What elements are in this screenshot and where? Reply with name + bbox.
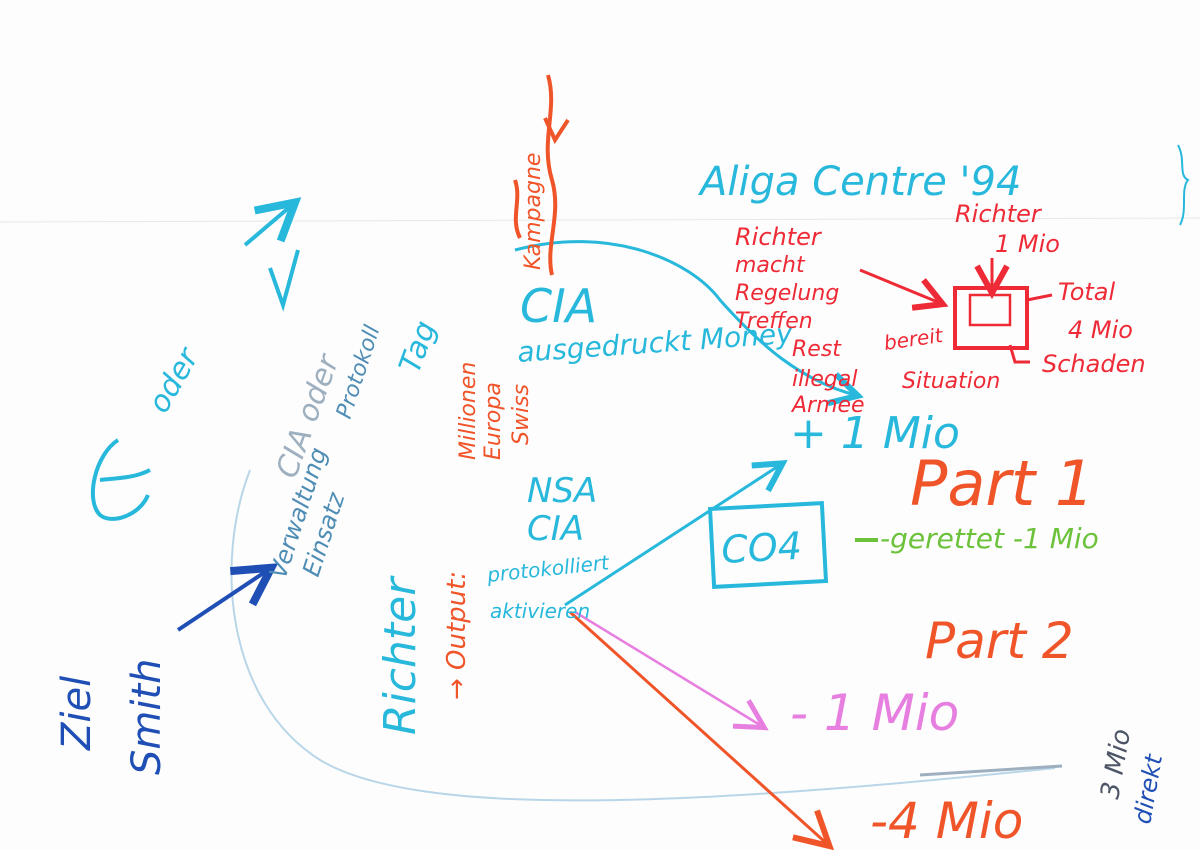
cyan-check-mark [268, 249, 300, 312]
cyan-long-arrow [564, 465, 780, 607]
red-list-item-6: illegal [792, 367, 857, 392]
red-list-item-2: macht [735, 253, 806, 278]
cia-big-label: CIA [520, 279, 597, 333]
aktivieren-label: aktivieren [490, 599, 590, 623]
orange-wiggle-left [545, 74, 558, 276]
co4-label: CO4 [720, 524, 803, 572]
pink-arrow [574, 610, 760, 725]
output-label: → Output: [442, 571, 472, 700]
plus-1-mio-label: + 1 Mio [790, 408, 960, 459]
title-aliga-centre: Aliga Centre '94 [697, 159, 1021, 205]
orange-vertical-word-4: Kampagne [521, 153, 546, 270]
orange-vertical-word-1: Millionen [456, 362, 481, 460]
protokolliert-label: protokolliert [485, 550, 611, 587]
total-label: Total [1058, 278, 1115, 306]
part-2-label: Part 2 [925, 612, 1074, 670]
red-arrow-to-box [859, 268, 940, 303]
cyan-curve-arrow [514, 240, 855, 395]
title-brace [1177, 144, 1190, 226]
richter-1mio-line-1: Richter [955, 200, 1043, 228]
oder-label: oder [142, 341, 207, 419]
richter-vertical-label: Richter [375, 575, 426, 735]
direkt-label: direkt [1128, 751, 1168, 826]
red-list-item-3: Regelung [735, 281, 839, 306]
cyan-vertical-word-4: Tag [393, 316, 444, 377]
orange-arrow [568, 610, 825, 842]
red-total-stroke [1026, 293, 1053, 302]
paper-fold-line [0, 217, 1200, 223]
blue-arrow-smith [176, 570, 268, 632]
red-bracket-arrow [1008, 344, 1030, 364]
red-list-item-7: Armee [790, 393, 865, 418]
minus-4-mio-label: -4 Mio [870, 792, 1023, 850]
schaden-label: Schaden [1042, 350, 1146, 378]
part-1-label: Part 1 [910, 447, 1094, 520]
cyan-e-mark [90, 438, 151, 521]
orange-vertical-word-2: Europa [481, 382, 506, 460]
nsa-label: NSA [527, 471, 597, 511]
red-side-word-1: bereit [882, 323, 945, 355]
orange-wiggle-short [513, 179, 522, 239]
orange-vertical-word-3: Swiss [509, 384, 534, 445]
red-list-item-1: Richter [735, 223, 823, 251]
richter-1mio-line-2: 1 Mio [995, 230, 1060, 258]
ziel-label: Ziel [54, 676, 100, 751]
three-mio-label: 3 Mio [1095, 727, 1137, 802]
orange-tick-1 [543, 117, 570, 145]
cia-second-label: CIA [527, 509, 584, 549]
minus-1-mio-pink: - 1 Mio [790, 684, 959, 742]
co4-box [707, 501, 829, 589]
four-mio-label: 4 Mio [1068, 316, 1133, 344]
red-vault-inner [968, 293, 1012, 327]
gerettet-label: -gerettet -1 Mio [880, 522, 1099, 555]
red-list-item-4: Treffen [735, 309, 813, 334]
gray-underline [919, 764, 1063, 777]
red-list-item-5: Rest [792, 337, 842, 362]
red-side-word-2: Situation [902, 369, 1000, 394]
cyan-arrow-up [243, 205, 292, 247]
red-vault-box [953, 286, 1029, 350]
smith-label: Smith [124, 658, 170, 775]
